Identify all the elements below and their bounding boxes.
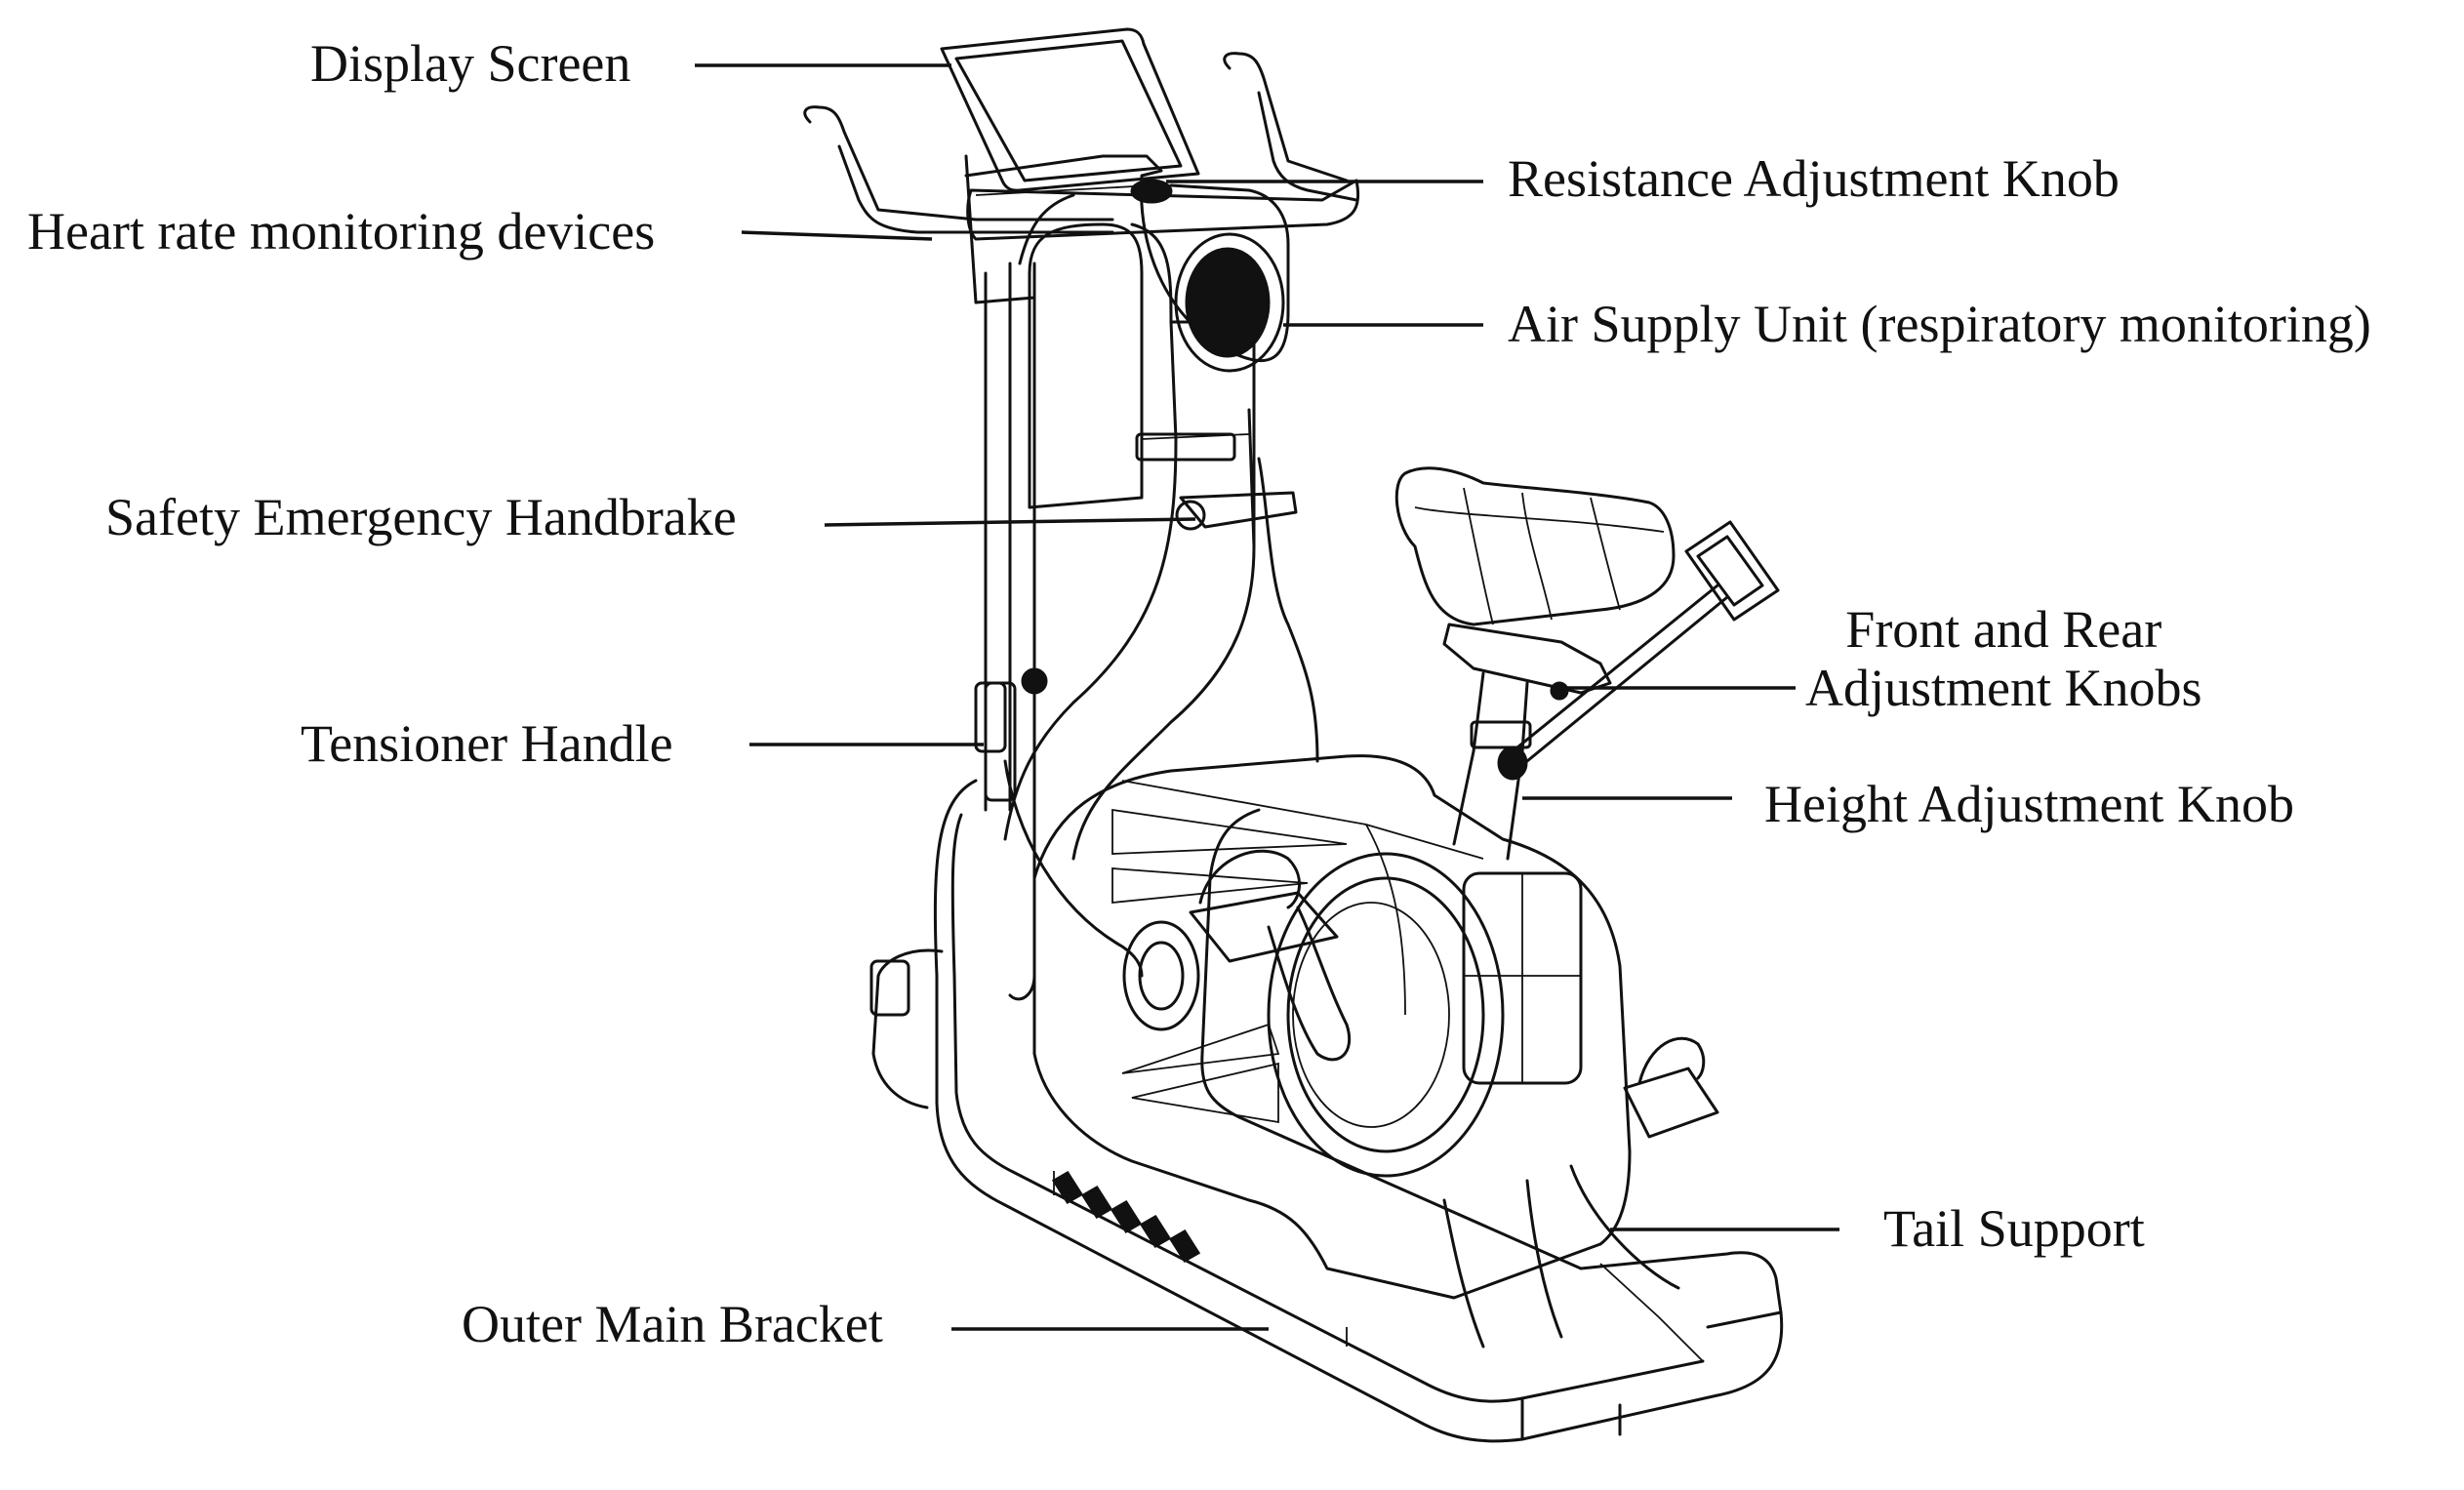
- label-air-supply-unit: Air Supply Unit (respiratory monitoring): [1508, 295, 2371, 353]
- label-display-screen: Display Screen: [310, 34, 631, 93]
- label-safety-emergency-handbrake: Safety Emergency Handbrake: [105, 488, 737, 546]
- seat-assembly: [1394, 466, 1780, 861]
- label-front-rear-line2: Adjustment Knobs: [1805, 659, 2202, 718]
- leader-handbrake: [824, 517, 1196, 527]
- label-heart-rate-monitoring: Heart rate monitoring devices: [27, 202, 656, 261]
- handbrake-tensioner: [974, 491, 1298, 978]
- label-outer-main-bracket: Outer Main Bracket: [462, 1295, 883, 1353]
- outer-main-bracket: [933, 779, 1784, 1443]
- rear-wheel: [869, 948, 944, 1109]
- label-front-rear-adjustment-knobs: Front and Rear Adjustment Knobs: [1805, 600, 2202, 718]
- leader-lines: [695, 63, 1839, 1331]
- label-tensioner-handle: Tensioner Handle: [301, 714, 673, 773]
- label-resistance-adjustment-knob: Resistance Adjustment Knob: [1508, 149, 2120, 208]
- leader-heart-rate: [741, 230, 933, 241]
- label-front-rear-line1: Front and Rear: [1845, 600, 2162, 659]
- label-height-adjustment-knob: Height Adjustment Knob: [1764, 775, 2294, 833]
- crank-pedals: [1122, 849, 1719, 1139]
- handlebars: [803, 52, 1360, 241]
- main-housing: [1032, 754, 1680, 1349]
- column: [984, 193, 1144, 1001]
- label-tail-support: Tail Support: [1883, 1199, 2145, 1258]
- console: [940, 27, 1290, 373]
